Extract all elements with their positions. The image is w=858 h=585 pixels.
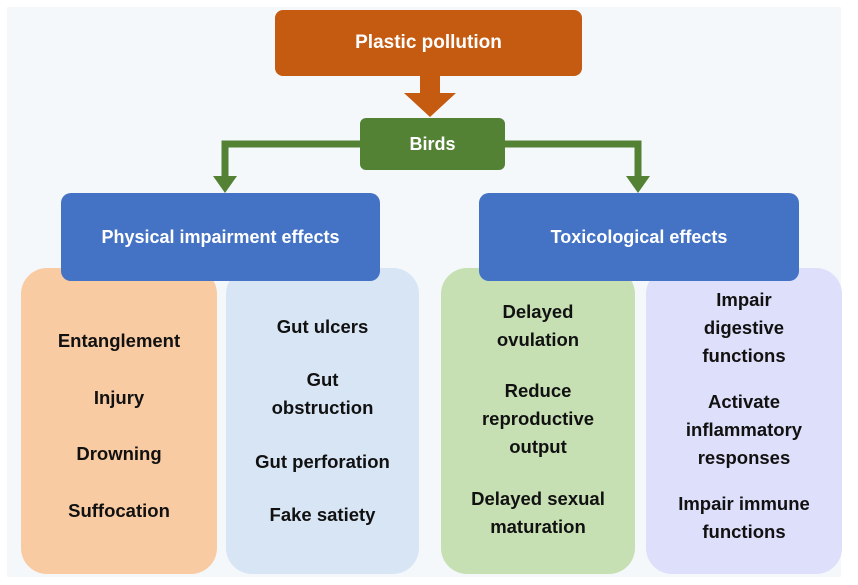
category-node-toxicological: Toxicological effects (479, 193, 799, 281)
effects-panel-toxic-physiological: Impair digestive functions Activate infl… (646, 268, 842, 574)
panel-item: Delayed sexual maturation (471, 487, 605, 537)
panel-item: Drowning (76, 443, 162, 465)
panel-item: Impair immune functions (678, 493, 810, 542)
effects-panel-toxic-reproductive: Delayed ovulation Reduce reproductive ou… (441, 268, 635, 574)
effects-panel-physical-external: Entanglement Injury Drowning Suffocation (21, 268, 217, 574)
panel-item: Gut ulcers (276, 316, 369, 338)
category-node-physical: Physical impairment effects (61, 193, 380, 281)
category-label-physical: Physical impairment effects (101, 226, 340, 247)
panel-item: Reduce reproductive output (481, 380, 595, 457)
subject-label: Birds (409, 133, 456, 154)
effects-panel-physical-gut: Gut ulcers Gut obstruction Gut perforati… (226, 268, 419, 574)
panel-item: Delayed ovulation (496, 300, 580, 350)
subject-node: Birds (360, 118, 505, 170)
title-label: Plastic pollution (355, 32, 502, 53)
panel-item: Entanglement (57, 329, 181, 351)
title-node: Plastic pollution (275, 10, 582, 76)
panel-item: Impair digestive functions (702, 289, 786, 366)
panel-item: Gut obstruction (271, 369, 374, 419)
panel-item: Gut perforation (255, 450, 390, 472)
panel-item: Injury (93, 386, 145, 408)
panel-item: Suffocation (68, 500, 170, 522)
panel-item: Fake satiety (269, 503, 376, 525)
category-label-toxicological: Toxicological effects (550, 226, 728, 247)
panel-item: Activate inflammatory responses (685, 391, 803, 468)
